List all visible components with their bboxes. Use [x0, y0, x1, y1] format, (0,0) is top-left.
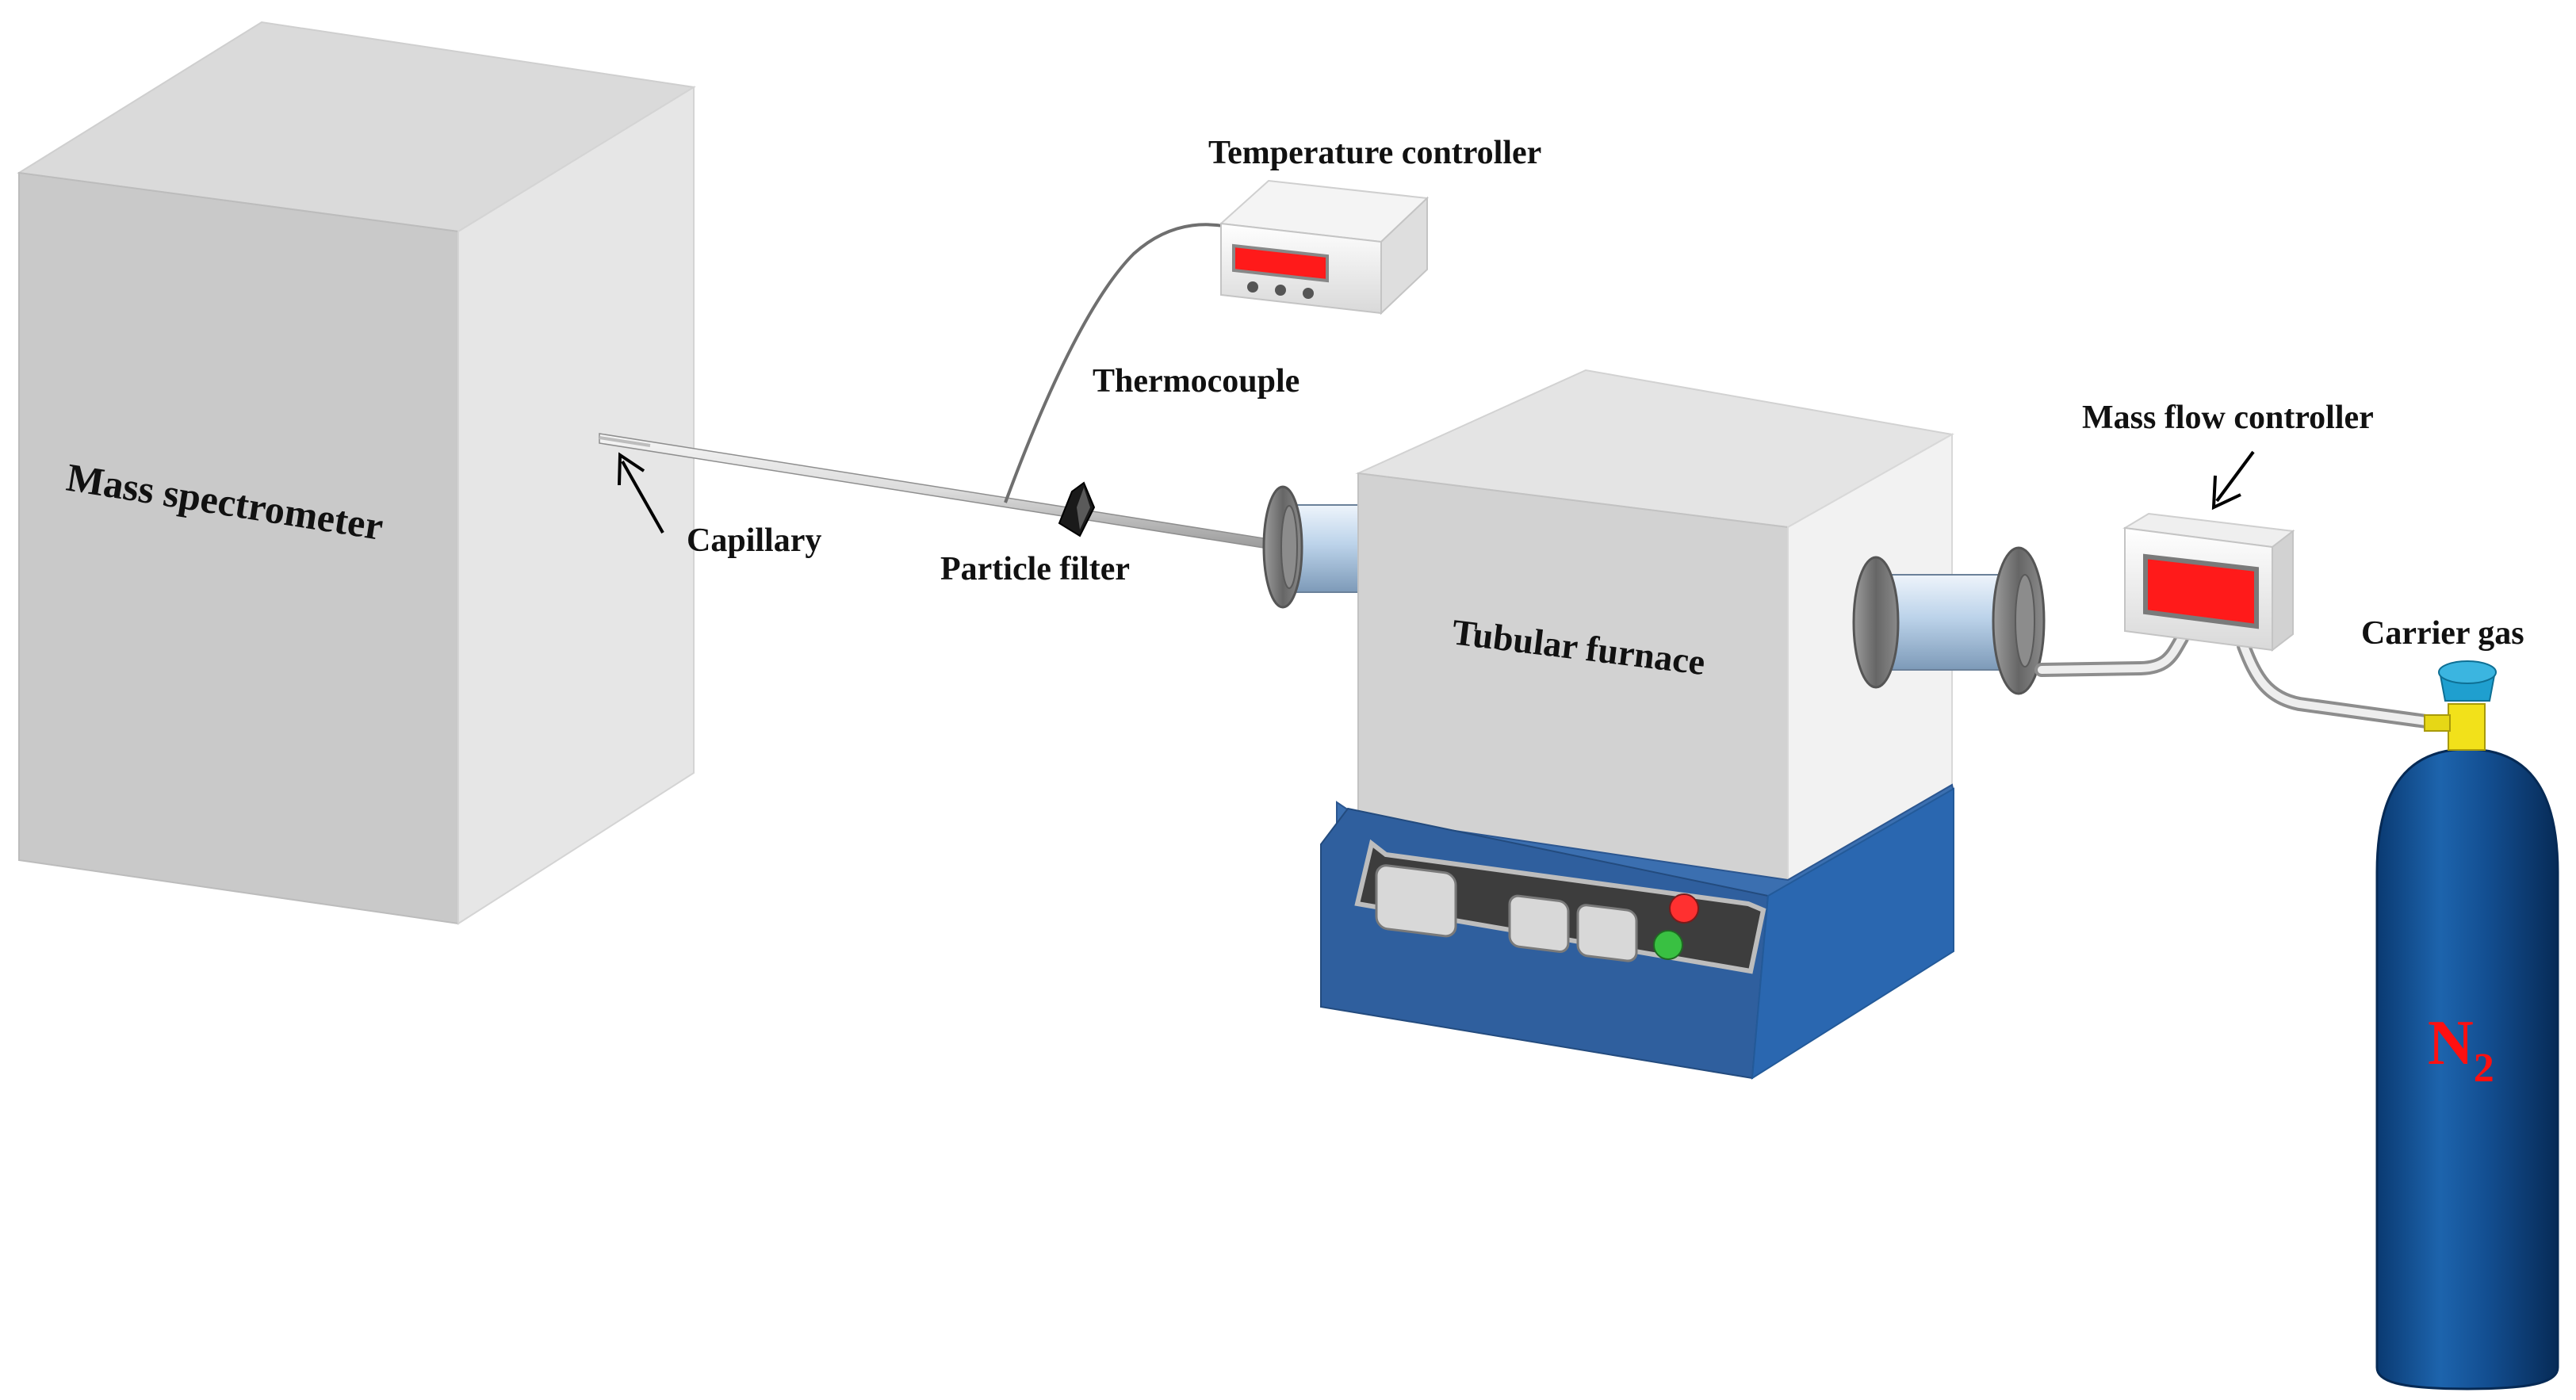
gas-cylinder-valve	[2448, 703, 2486, 751]
thermocouple-wire	[1004, 223, 1246, 503]
temperature-controller-knob-3	[1303, 288, 1314, 299]
gas-formula-subscript: 2	[2474, 1046, 2494, 1091]
capillary-tip	[599, 436, 651, 447]
particle-filter-highlight	[1077, 488, 1090, 530]
particle-filter-label: Particle filter	[940, 551, 1130, 587]
particle-filter: Particle filter	[940, 481, 1130, 587]
capillary-arrow	[621, 461, 664, 534]
mass-flow-controller-side	[2272, 529, 2294, 652]
mass-flow-controller-arrow	[2215, 450, 2255, 503]
furnace-button-2	[1576, 904, 1638, 962]
furnace-right-flange-back	[1852, 556, 1900, 689]
gas-cylinder: N2 Carrier gas	[2361, 615, 2559, 1390]
furnace-base-side	[1751, 787, 1954, 1080]
capillary-label: Capillary	[687, 522, 821, 559]
gas-formula-main: N	[2428, 1008, 2474, 1078]
furnace-button-1	[1508, 894, 1570, 953]
mass-flow-controller-label: Mass flow controller	[2082, 400, 2374, 436]
capillary-arrowhead	[618, 452, 645, 486]
temperature-controller-display	[1232, 243, 1329, 283]
mass-flow-controller-display	[2143, 553, 2259, 629]
mass-spectrometer-side-face	[457, 86, 695, 925]
gas-lines	[2034, 631, 2433, 729]
furnace-left-flange-inner	[1280, 505, 1298, 589]
mass-flow-controller: Mass flow controller	[2082, 400, 2374, 652]
gas-cylinder-valve-outlet	[2424, 714, 2451, 732]
temperature-controller-knob-2	[1275, 285, 1286, 296]
pipe-mfc-to-cylinder-inner	[2240, 642, 2430, 725]
mass-spectrometer: Mass spectrometer	[17, 21, 696, 925]
furnace-right-flange-inner	[2015, 574, 2035, 667]
carrier-gas-label: Carrier gas	[2361, 615, 2524, 652]
furnace-red-button	[1669, 893, 1699, 924]
furnace-button-large	[1375, 864, 1457, 938]
temperature-controller-side	[1380, 196, 1428, 316]
temperature-controller-knob-1	[1247, 281, 1258, 293]
temperature-controller-label: Temperature controller	[1208, 135, 1541, 171]
capillary-line: Capillary	[599, 433, 1269, 559]
gas-cylinder-body	[2375, 748, 2559, 1390]
mass-flow-controller-arrowhead	[2211, 475, 2241, 511]
thermocouple-label: Thermocouple	[1093, 363, 1299, 400]
pipe-furnace-to-mfc-inner	[2038, 634, 2186, 674]
gas-cylinder-cap-top	[2438, 660, 2497, 684]
temperature-controller: Temperature controller	[1208, 135, 1541, 316]
thermocouple: Thermocouple	[1004, 223, 1299, 503]
gas-cylinder-label: N2	[2428, 1008, 2494, 1091]
mass-spectrometer-front-face	[18, 171, 459, 925]
furnace-green-button	[1653, 930, 1683, 960]
tubular-furnace: Tubular furnace	[1262, 369, 2046, 1080]
